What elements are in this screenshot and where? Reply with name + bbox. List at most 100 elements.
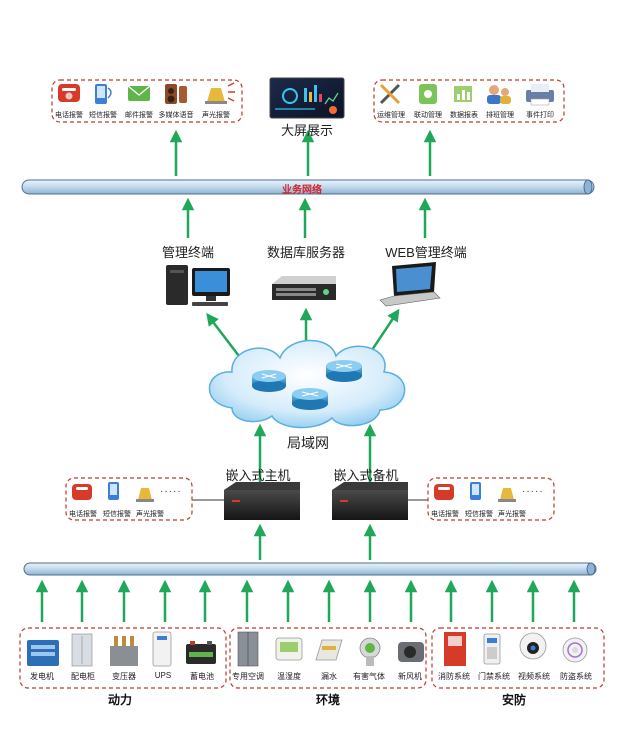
business-bus-title: 业务网络 [282,185,322,196]
top-right-label-linkage: 联动管理 [414,112,442,119]
phone-alarm-icon [72,484,92,500]
power-group-title: 动力 [107,693,132,707]
top-left-label-phone: 电话报警 [55,112,83,119]
left-alarm-label-sms: 短信报警 [103,511,131,518]
left-alarm-label-phone: 电话报警 [69,511,97,518]
top-left-label-email: 邮件报警 [125,112,153,119]
db-server-icon [272,276,336,300]
device-label-fire: 消防系统 [438,672,470,681]
fresh-air-unit-icon [398,642,424,662]
device-label-distribution: 配电柜 [71,672,95,681]
arrows-up-hosts [253,423,377,484]
device-label-battery: 蓄电池 [190,672,214,681]
left-alarm-label-sound-light: 声光报警 [136,511,164,518]
siren-icon [136,488,154,502]
web-terminal-label: WEB管理终端 [385,245,467,260]
top-right-label-ops: 运维管理 [377,112,405,119]
siren-icon [498,488,516,502]
report-icon [454,86,472,102]
router-right-icon [326,360,362,382]
security-group-title: 安防 [501,693,526,707]
speaker-icon [165,84,187,104]
fire-system-icon [444,632,466,666]
linkage-icon [419,84,437,104]
sms-alarm-icon [108,482,119,500]
siren-icon [205,82,235,104]
top-left-label-sms: 短信报警 [89,112,117,119]
battery-icon [186,641,216,664]
right-alarm-label-sms: 短信报警 [465,511,493,518]
sms-alarm-icon [470,482,481,500]
arrows-up-fieldbus [253,523,377,560]
right-alarm-ellipsis: ····· [522,486,544,497]
camera-icon [519,632,547,660]
right-alarm-label-sound-light: 声光报警 [498,511,526,518]
router-left-icon [252,370,286,392]
email-alarm-icon [127,85,151,101]
anti-theft-sensor-icon [562,637,588,663]
air-conditioner-icon [237,631,259,667]
tools-icon [379,83,401,105]
big-screen-icon [269,77,345,119]
water-leak-sensor-icon [315,639,343,661]
mgmt-terminal-icon [166,265,230,306]
top-right-icons [379,83,554,106]
device-label-ups: UPS [154,671,172,680]
arrows-up-devices [35,579,581,622]
device-label-generator: 发电机 [30,672,54,681]
db-server-label: 数据库服务器 [266,245,345,260]
top-right-label-print: 事件打印 [526,112,554,119]
power-group-frame [19,627,227,689]
backup-host-icon [332,482,408,520]
router-bottom-icon [292,388,328,410]
phone-alarm-icon [58,84,80,102]
lan-label: 局域网 [287,435,329,451]
left-alarm-ellipsis: ····· [160,486,182,497]
field-bus [23,562,597,576]
top-left-group-frame [51,79,243,123]
top-right-label-report: 数据报表 [450,112,478,119]
device-label-video: 视频系统 [518,672,550,681]
schedule-icon [487,85,511,104]
right-alarm-label-phone: 电话报警 [431,511,459,518]
left-alarm-group-frame [65,477,193,521]
lan-cloud-icon [208,339,406,429]
sms-alarm-icon [95,84,112,104]
top-left-label-multimedia: 多媒体语音 [158,112,194,119]
distribution-cabinet-icon [71,633,93,667]
gas-sensor-icon [359,637,381,666]
security-group-frame [431,627,605,689]
device-label-access: 门禁系统 [478,672,510,681]
device-label-transformer: 变压器 [112,672,136,681]
phone-alarm-icon [434,484,454,500]
business-bus [21,179,595,195]
environment-group-frame [229,627,427,689]
top-left-icons [58,82,235,104]
left-alarm-icons [72,482,154,502]
thermo-hygrometer-icon [275,637,303,661]
device-label-ac: 专用空调 [232,672,264,681]
generator-icon [27,640,59,666]
main-host-icon [224,482,300,520]
access-control-icon [483,633,501,665]
transformer-icon [110,636,138,666]
device-label-thermo: 温湿度 [277,672,301,681]
device-label-gas: 有害气体 [353,672,385,681]
device-label-anti-theft: 防盗系统 [560,672,592,681]
ups-icon [152,631,172,667]
mgmt-terminal-label: 管理终端 [161,245,214,260]
printer-icon [526,84,554,106]
right-alarm-icons [434,482,516,502]
top-right-group-frame [373,79,565,123]
device-label-fresh-air: 新风机 [398,672,422,681]
arrows-up-terminals [181,197,432,238]
main-host-label: 嵌入式主机 [225,468,291,483]
top-right-label-schedule: 排班管理 [486,112,514,119]
backup-host-label: 嵌入式备机 [333,468,399,483]
right-alarm-group-frame [427,477,555,521]
web-terminal-icon [379,262,441,307]
big-screen-label: 大屏展示 [280,123,333,138]
device-label-water-leak: 漏水 [321,672,337,681]
